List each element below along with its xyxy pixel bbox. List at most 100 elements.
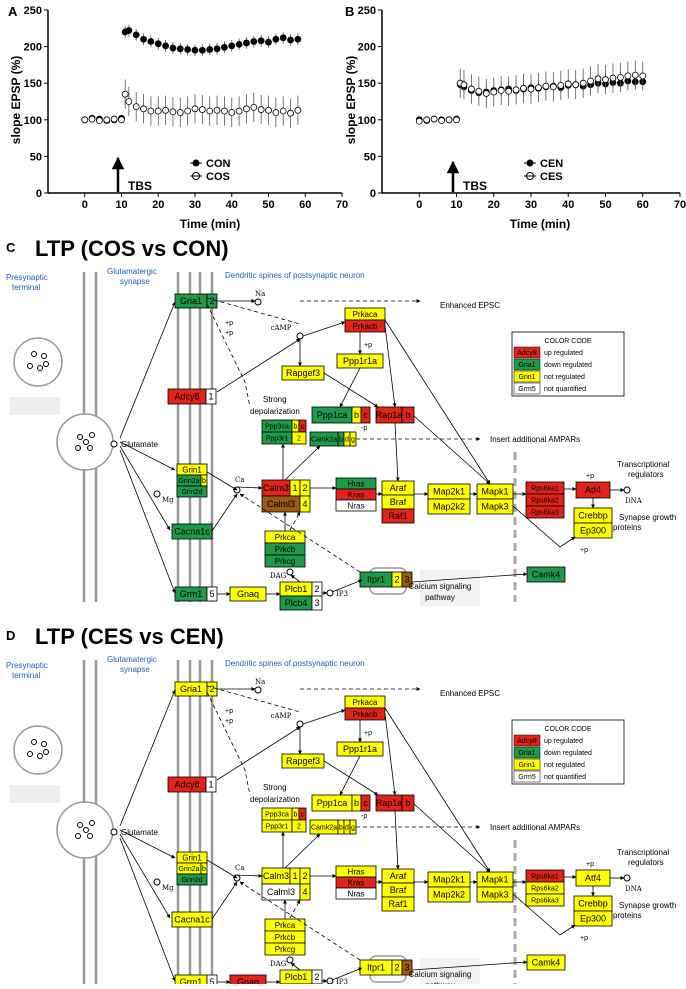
phospho-label: +p: [580, 935, 588, 942]
gene-box-map2k2: [427, 498, 471, 515]
pathway-edge: [119, 445, 171, 531]
gene-label: Braf: [390, 497, 407, 507]
data-point: [609, 74, 617, 82]
data-point: [482, 90, 490, 97]
ip3-node: [326, 977, 334, 985]
color-code-gene: Adcy8: [517, 738, 537, 745]
pathway-edge: [206, 471, 238, 491]
gene-label: Plcb1: [285, 584, 308, 594]
na-label: Na: [255, 290, 265, 298]
vesicle-dot: [31, 739, 37, 745]
y-tick-label: 100: [24, 115, 42, 127]
phospho-label: -p: [361, 425, 367, 432]
color-code-gene: Grin1: [518, 374, 535, 381]
glutamate-label: Glutamate: [121, 828, 158, 837]
pathway-edge: [211, 493, 238, 532]
gene-label: 5: [209, 589, 214, 599]
data-point: [132, 31, 140, 39]
data-point: [154, 40, 162, 48]
pathway-edge: [216, 726, 301, 781]
pathway-edge: [331, 579, 363, 593]
gene-box-rap1a-b: [401, 406, 415, 424]
pathway-panel-d: D LTP (CES vs CEN) PresynapticterminalGl…: [6, 624, 676, 989]
gene-label: Rap1a: [376, 798, 403, 808]
data-point: [213, 106, 221, 114]
gene-label: Gnaq: [237, 977, 259, 984]
pathway-edge: [302, 709, 346, 725]
ip3-label: IP3: [336, 978, 348, 984]
gene-label: Atf4: [585, 873, 601, 883]
vesicle-dot: [27, 363, 33, 369]
pathway-edge: [339, 755, 361, 796]
pathway-edge: [302, 321, 346, 337]
gene-label: b: [202, 478, 206, 485]
gene-label: b: [354, 798, 359, 808]
data-point: [453, 116, 460, 124]
gene-label: 3: [314, 598, 319, 608]
y-tick-label: 0: [36, 188, 42, 200]
gene-label: 2: [297, 436, 301, 443]
gene-label: Ppp3ca: [265, 812, 289, 819]
vesicle-dot: [89, 820, 95, 826]
color-code-swatch: [513, 370, 541, 383]
data-point: [140, 105, 147, 113]
gene-box-rps6ka3: [525, 893, 565, 907]
data-point: [257, 37, 265, 45]
gene-label: Gria1: [180, 296, 202, 306]
x-tick-label: 20: [152, 199, 164, 211]
data-point: [191, 46, 199, 54]
vesicle-dot: [83, 439, 89, 445]
pathway-edge: [512, 505, 576, 548]
data-point: [140, 35, 147, 43]
y-axis-label: slope EPSP (%): [9, 56, 23, 144]
x-tick-label: 10: [450, 199, 462, 211]
synapse-label: Glutamatergic: [107, 267, 157, 276]
pathway-edge: [206, 859, 238, 879]
color-code-label: down regulated: [544, 362, 592, 369]
data-point: [594, 75, 602, 83]
gene-label: 2: [314, 972, 319, 982]
x-axis-label: Time (min): [180, 217, 240, 231]
synapse-label: synapse: [120, 277, 150, 286]
pathway-edge: [384, 713, 397, 796]
gene-label: Map2k2: [433, 890, 465, 900]
vesicle: [13, 725, 63, 775]
pathway-edge: [119, 689, 176, 827]
gene-box-cacna1c: [171, 523, 213, 540]
na-label: Na: [255, 678, 265, 686]
gene-label: Raf1: [388, 899, 407, 909]
gene-label: c: [363, 798, 368, 808]
data-point: [557, 81, 565, 89]
gene-label: Plcb1: [285, 972, 308, 982]
growth-label: proteins: [613, 911, 641, 920]
gene-label: 2: [297, 824, 301, 831]
vesicle-dot: [75, 445, 81, 451]
pathway-edge: [236, 485, 263, 490]
pathway-edge: [289, 899, 301, 919]
color-code-label: up regulated: [544, 738, 583, 745]
gene-label: c: [301, 812, 305, 819]
gene-label: 4: [302, 499, 307, 509]
gene-label: Prkcg: [275, 945, 295, 954]
ip3-label: IP3: [336, 590, 348, 598]
x-tick-label: 40: [562, 199, 574, 211]
data-point: [162, 106, 170, 114]
data-marks: [415, 60, 647, 125]
gene-label: Hras: [348, 479, 365, 488]
x-tick-label: 70: [336, 199, 348, 211]
color-code-title: COLOR CODE: [544, 726, 591, 733]
dna-node: [623, 486, 631, 494]
data-point: [505, 87, 513, 95]
data-point: [118, 116, 125, 124]
phospho-label: +p: [580, 547, 588, 554]
gene-box-plcb4-count: [311, 595, 323, 611]
pathway-edge: [411, 960, 528, 971]
pathway-edge: [236, 873, 263, 878]
gene-label: Gnaq: [237, 589, 259, 599]
x-tick-label: 60: [637, 199, 649, 211]
gene-box-ppp1ca-c: [360, 406, 371, 424]
gene-label: Adcy8: [174, 780, 199, 790]
vesicle-dot: [87, 445, 93, 451]
